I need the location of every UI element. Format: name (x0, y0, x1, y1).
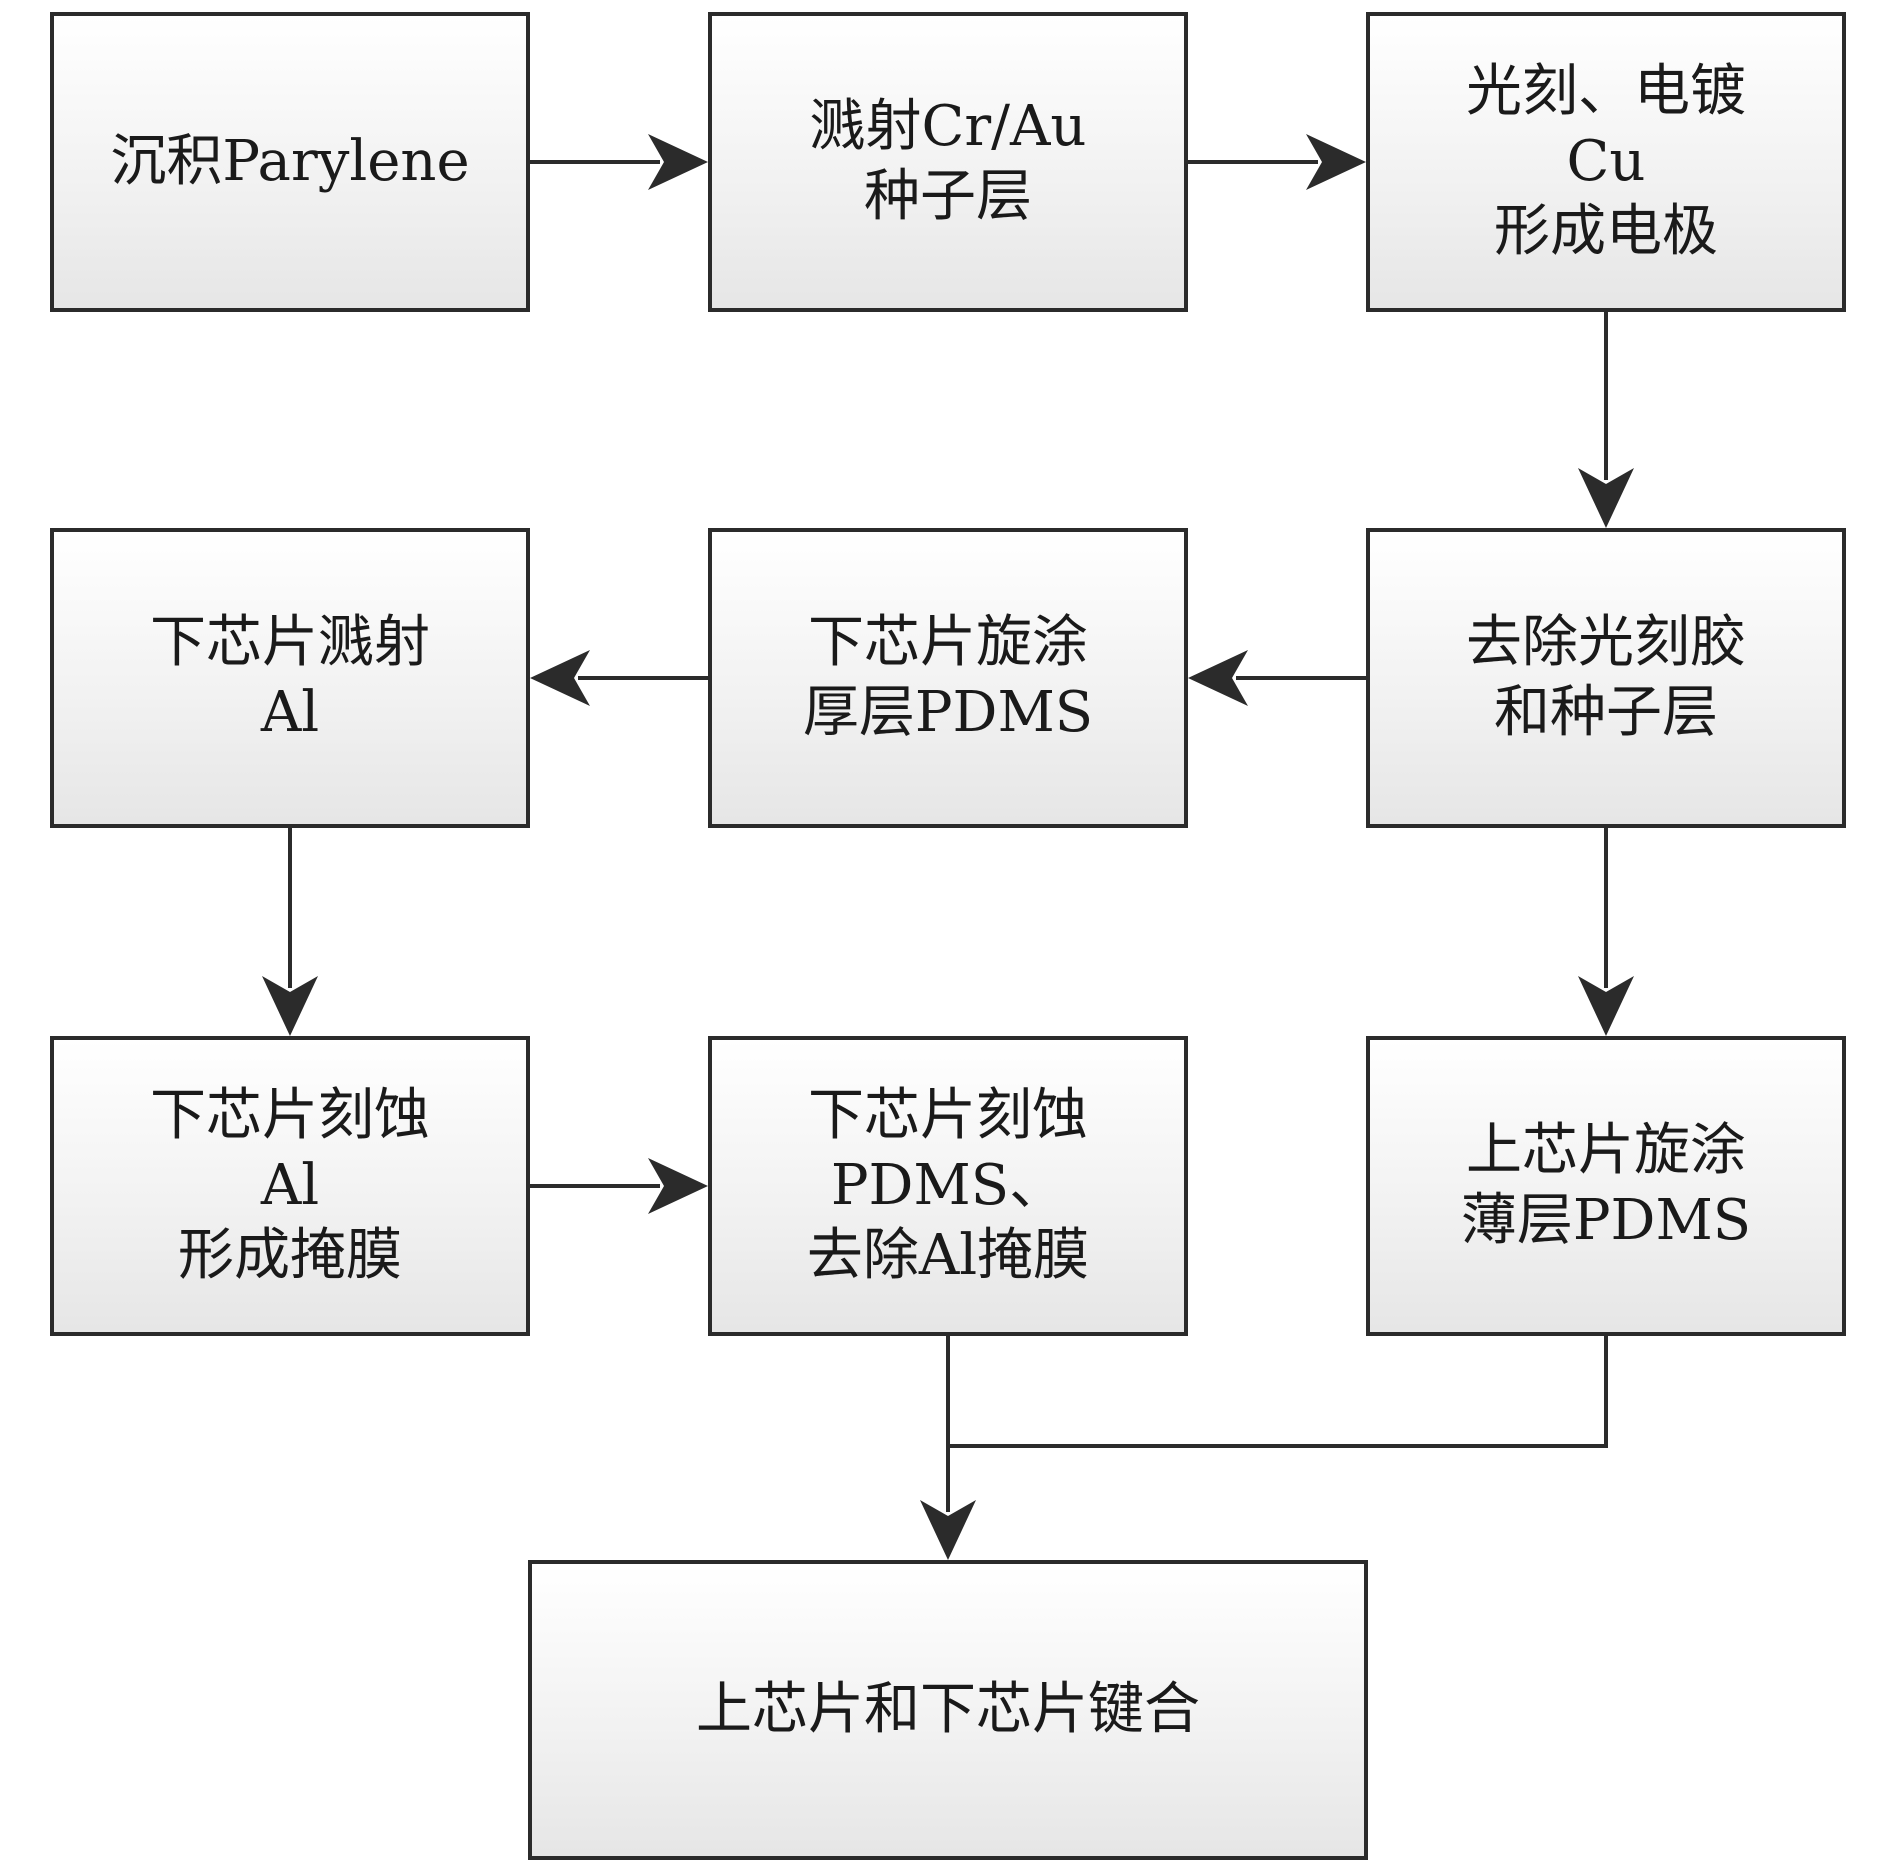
arrowhead-n4-n9 (1578, 976, 1634, 1036)
step-label: 下芯片刻蚀 PDMS、 去除Al掩膜 (806, 1083, 1090, 1288)
step-bond-chips: 上芯片和下芯片键合 (528, 1560, 1368, 1860)
connector-n9-n10 (948, 1336, 1608, 1448)
arrowhead-n4-n5 (1188, 650, 1248, 706)
step-label: 下芯片刻蚀 Al 形成掩膜 (150, 1083, 430, 1288)
step-label: 去除光刻胶 和种子层 (1466, 610, 1746, 745)
step-lithography-electroplate-electrode: 光刻、电镀 Cu 形成电极 (1366, 12, 1846, 312)
step-label: 下芯片溅射 Al (150, 610, 430, 745)
step-label: 溅射Cr/Au 种子层 (809, 94, 1087, 229)
step-label: 下芯片旋涂 厚层PDMS (802, 610, 1094, 745)
step-sputter-al: 下芯片溅射 Al (50, 528, 530, 828)
step-label: 上芯片和下芯片键合 (696, 1677, 1200, 1742)
step-deposit-parylene: 沉积Parylene (50, 12, 530, 312)
arrowhead-n5-n6 (530, 650, 590, 706)
step-label: 沉积Parylene (110, 129, 470, 194)
arrowhead-n3-n4 (1578, 468, 1634, 528)
step-etch-pdms-remove-mask: 下芯片刻蚀 PDMS、 去除Al掩膜 (708, 1036, 1188, 1336)
step-spin-coat-thick-pdms: 下芯片旋涂 厚层PDMS (708, 528, 1188, 828)
step-label: 上芯片旋涂 薄层PDMS (1460, 1118, 1752, 1253)
arrowhead-n2-n3 (1306, 134, 1366, 190)
arrowhead-n6-n7 (262, 976, 318, 1036)
step-etch-al-mask: 下芯片刻蚀 Al 形成掩膜 (50, 1036, 530, 1336)
arrowhead-n1-n2 (648, 134, 708, 190)
arrowhead-n8-n10 (920, 1500, 976, 1560)
arrowhead-n7-n8 (648, 1158, 708, 1214)
step-label: 光刻、电镀 Cu 形成电极 (1466, 59, 1746, 264)
step-sputter-seed-layer: 溅射Cr/Au 种子层 (708, 12, 1188, 312)
step-remove-photoresist-seed: 去除光刻胶 和种子层 (1366, 528, 1846, 828)
step-spin-coat-thin-pdms: 上芯片旋涂 薄层PDMS (1366, 1036, 1846, 1336)
